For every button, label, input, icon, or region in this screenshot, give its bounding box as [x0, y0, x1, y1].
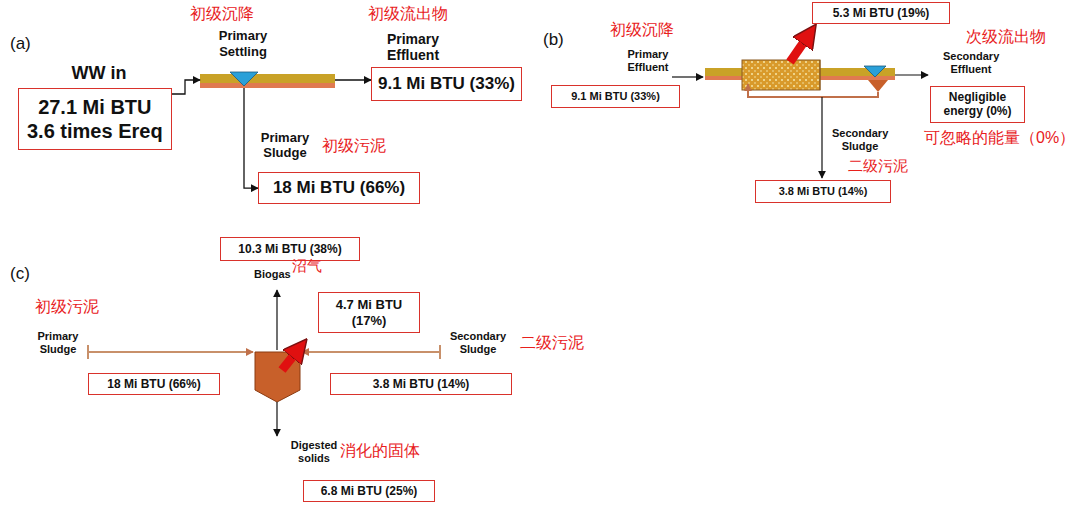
flow-arrow — [335, 79, 371, 80]
energy-box: 4.7 Mi BTU (17%) — [318, 292, 420, 333]
flow-arrow — [172, 80, 200, 94]
energy-value: 5.3 Mi BTU (19%) — [819, 6, 943, 20]
energy-box: Secondary Sludge3.8 Mi BTU (14%) — [330, 373, 512, 395]
energy-box: Primary Effluent9.1 Mi BTU (33%) — [371, 67, 522, 101]
chinese-annotation: 初级污泥 — [322, 136, 386, 155]
energy-value: 4.7 Mi BTU (17%) — [323, 297, 415, 328]
stream-heading: Secondary Sludge — [832, 127, 888, 152]
stream-heading: Primary Sludge — [33, 330, 83, 355]
chinese-annotation: 可忽略的能量（0%） — [924, 128, 1075, 147]
energy-value: 3.8 Mi BTU (14%) — [337, 377, 505, 391]
chinese-annotation: 沼气 — [292, 257, 322, 275]
chinese-annotation: 初级污泥 — [35, 297, 99, 316]
chinese-annotation: 消化的固体 — [340, 441, 420, 460]
energy-value: 9.1 Mi BTU (33%) — [378, 74, 515, 94]
chinese-annotation: 二级污泥 — [848, 157, 908, 175]
anaerobic-digester — [88, 290, 440, 436]
stream-heading: Digested solids — [288, 439, 340, 464]
energy-value: 10.3 Mi BTU (38%) — [227, 242, 353, 256]
stream-heading: Primary Effluent — [622, 48, 674, 73]
energy-box: Primary Sludge18 Mi BTU (66%) — [258, 172, 420, 204]
stream-heading: Primary Sludge — [255, 131, 315, 161]
energy-value: 3.6 times Ereq — [27, 119, 163, 143]
chinese-annotation: 次级流出物 — [966, 27, 1046, 46]
energy-value: Negligible energy (0%) — [935, 90, 1020, 119]
energy-box: Digested solids6.8 Mi BTU (25%) — [303, 480, 435, 502]
energy-box: Primary Sludge18 Mi BTU (66%) — [88, 373, 220, 395]
stream-heading: Secondary Sludge — [447, 330, 509, 355]
panel-label: (c) — [10, 264, 30, 284]
activated-sludge-tank — [672, 36, 928, 178]
energy-value: Primary Settling — [206, 28, 280, 59]
stream-heading: WW in — [69, 63, 129, 84]
energy-value: 9.1 Mi BTU (33%) — [558, 90, 673, 103]
energy-value: 6.8 Mi BTU (25%) — [310, 484, 428, 498]
energy-box: Primary Effluent9.1 Mi BTU (33%) — [551, 85, 680, 108]
settling-tank — [200, 72, 335, 88]
energy-value: 18 Mi BTU (66%) — [265, 178, 413, 198]
stream-heading: Primary Effluent — [378, 31, 448, 63]
flow-arrow — [244, 88, 258, 188]
panel-label: (a) — [10, 34, 31, 54]
energy-value: 3.8 Mi BTU (14%) — [762, 185, 884, 198]
energy-box: Secondary Sludge3.8 Mi BTU (14%) — [755, 180, 891, 203]
chinese-annotation: 初级沉降 — [190, 4, 254, 23]
panel-label: (b) — [543, 30, 564, 50]
energy-box: WW in27.1 Mi BTU3.6 times Ereq — [18, 88, 172, 150]
energy-box: 10.3 Mi BTU (38%) — [220, 237, 360, 261]
energy-value: 27.1 Mi BTU — [27, 95, 163, 119]
chinese-annotation: 初级流出物 — [368, 4, 448, 23]
energy-box: Secondary EffluentNegligible energy (0%) — [930, 86, 1025, 123]
panel-label: Biogas — [254, 268, 291, 281]
stream-heading: Secondary Effluent — [943, 50, 999, 75]
energy-box: 5.3 Mi BTU (19%) — [812, 2, 950, 24]
chinese-annotation: 二级污泥 — [520, 333, 584, 352]
settling-tank-node: Primary Settling — [200, 26, 335, 88]
chinese-annotation: 初级沉降 — [610, 20, 674, 39]
energy-value: 18 Mi BTU (66%) — [95, 377, 213, 391]
